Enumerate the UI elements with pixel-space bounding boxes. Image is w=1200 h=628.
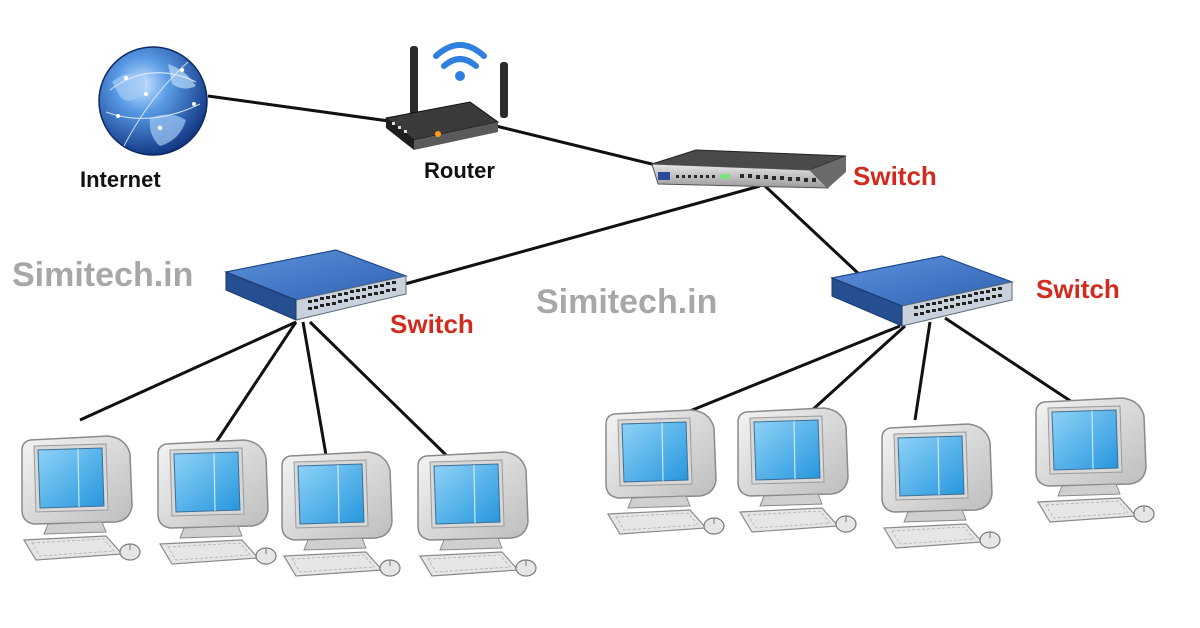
desktop-computer-icon-left-4 xyxy=(417,451,537,577)
wifi-router-icon xyxy=(384,42,508,150)
cable-core-right-switch xyxy=(763,184,862,277)
desktop-computer-icon-right-1 xyxy=(605,409,725,535)
watermark-left: Simitech.in xyxy=(12,256,194,294)
cable-internet-router xyxy=(207,94,397,124)
label-internet: Internet xyxy=(80,167,161,192)
desktop-computer-icon-left-3 xyxy=(281,451,401,577)
label-right-switch: Switch xyxy=(1036,274,1120,304)
label-router: Router xyxy=(424,158,495,183)
cable-core-left-switch xyxy=(404,184,761,286)
network-switch-icon-right xyxy=(831,255,1013,327)
rack-switch-icon xyxy=(651,149,847,189)
cable-left-pc2 xyxy=(213,321,298,445)
label-left-switch: Switch xyxy=(390,309,474,339)
cable-left-pc1 xyxy=(79,320,297,422)
cable-left-pc4 xyxy=(308,320,448,457)
wifi-icon xyxy=(433,42,487,69)
label-core-switch: Switch xyxy=(853,161,937,191)
network-cables xyxy=(79,94,1076,457)
cable-right-pc4 xyxy=(944,316,1076,406)
desktop-computer-icon-right-4 xyxy=(1035,397,1155,523)
cable-right-pc1 xyxy=(679,324,901,417)
globe-icon xyxy=(98,46,208,156)
cable-router-core-switch xyxy=(495,124,661,168)
cable-right-pc3 xyxy=(913,321,932,421)
cable-right-pc2 xyxy=(808,324,907,414)
watermark-center: Simitech.in xyxy=(536,283,718,321)
desktop-computer-icon-left-1 xyxy=(21,435,141,561)
desktop-computer-icon-right-2 xyxy=(737,407,857,533)
cable-left-pc3 xyxy=(301,321,328,456)
network-switch-icon-left xyxy=(225,249,407,321)
desktop-computer-icon-right-3 xyxy=(881,423,1001,549)
desktop-computer-icon-left-2 xyxy=(157,439,277,565)
